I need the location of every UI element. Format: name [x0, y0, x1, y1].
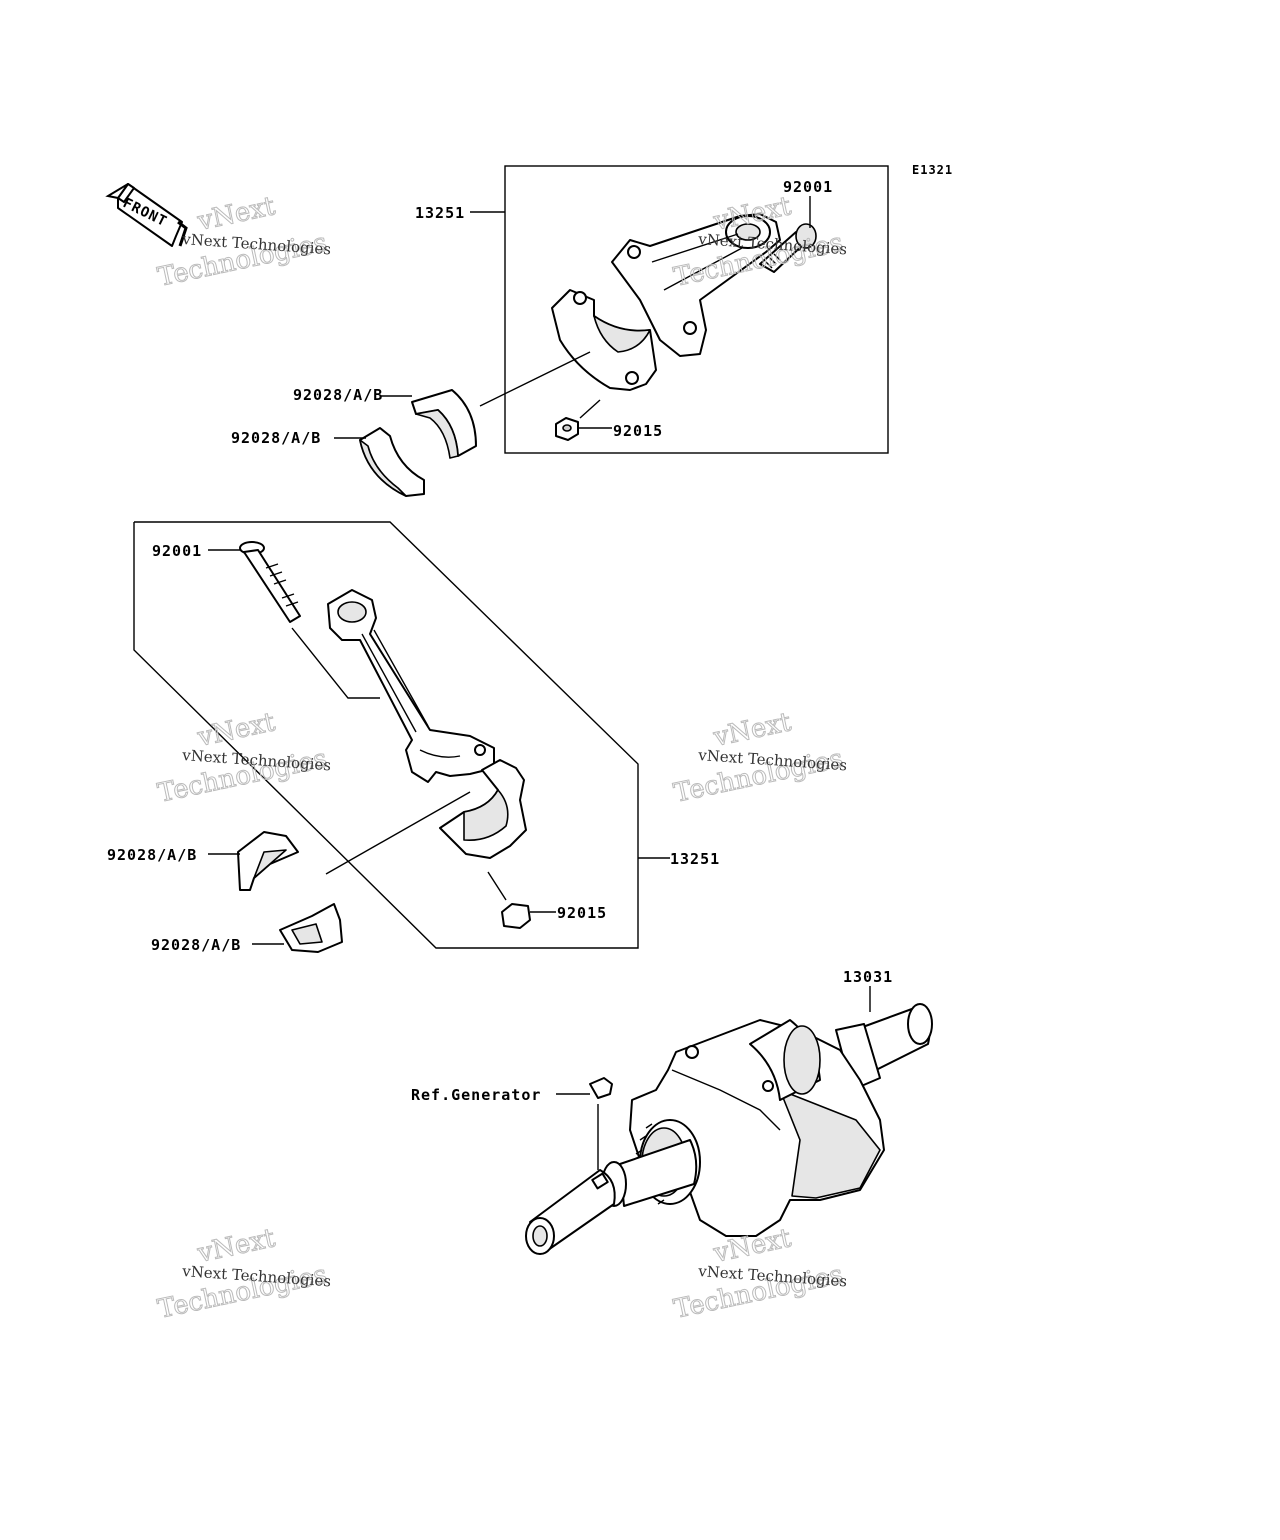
label-lower-rod-assembly: 13251 [670, 850, 720, 868]
label-upper-rod-assembly: 13251 [415, 204, 465, 222]
lower-rod-cap [439, 759, 527, 859]
lower-nut [501, 903, 531, 929]
upper-connecting-rod [611, 213, 781, 357]
lower-bearing-shell-1 [237, 831, 299, 891]
label-lower-bearing-1: 92028/A/B [107, 846, 197, 864]
lower-bolt [239, 541, 301, 623]
svg-text:vNext: vNext [710, 707, 794, 753]
svg-text:vNext: vNext [194, 1223, 278, 1269]
svg-text:vNext: vNext [194, 191, 278, 237]
lower-assembly-frame [133, 521, 639, 949]
lower-bearing-shell-2 [279, 903, 343, 953]
svg-text:vNext: vNext [194, 707, 278, 753]
upper-bearing-shell-2 [359, 427, 425, 497]
label-lower-nut: 92015 [557, 904, 607, 922]
crankshaft [525, 1003, 933, 1255]
label-upper-bearing-1: 92028/A/B [293, 386, 383, 404]
watermark-middle-left: vNext Technologies vNext Technologies [155, 707, 332, 810]
lower-connecting-rod [327, 589, 495, 783]
label-lower-bolt: 92001 [152, 542, 202, 560]
upper-bolt [759, 223, 817, 273]
watermark-middle-right: vNext Technologies vNext Technologies [671, 707, 848, 810]
diagram-code: E1321 [912, 163, 953, 177]
woodruff-key [589, 1077, 613, 1099]
watermark-top-left: vNext Technologies vNext Technologies [155, 191, 332, 294]
label-upper-bearing-2: 92028/A/B [231, 429, 321, 447]
watermark-top-right: vNext Technologies vNext Technologies [671, 191, 848, 294]
front-arrow-icon: FRONT [105, 183, 188, 247]
label-upper-bolt: 92001 [783, 178, 833, 196]
label-lower-bearing-2: 92028/A/B [151, 936, 241, 954]
watermark-bottom-left: vNext Technologies vNext Technologies [155, 1223, 332, 1326]
upper-assembly-frame [504, 165, 889, 454]
label-upper-nut: 92015 [613, 422, 663, 440]
upper-rod-cap [551, 289, 657, 391]
label-key-reference: Ref.Generator [411, 1086, 541, 1104]
upper-nut [555, 417, 579, 441]
label-crankshaft: 13031 [843, 968, 893, 986]
watermark-bottom-right: vNext Technologies vNext Technologies [671, 1223, 848, 1326]
upper-bearing-shell-1 [411, 389, 477, 459]
